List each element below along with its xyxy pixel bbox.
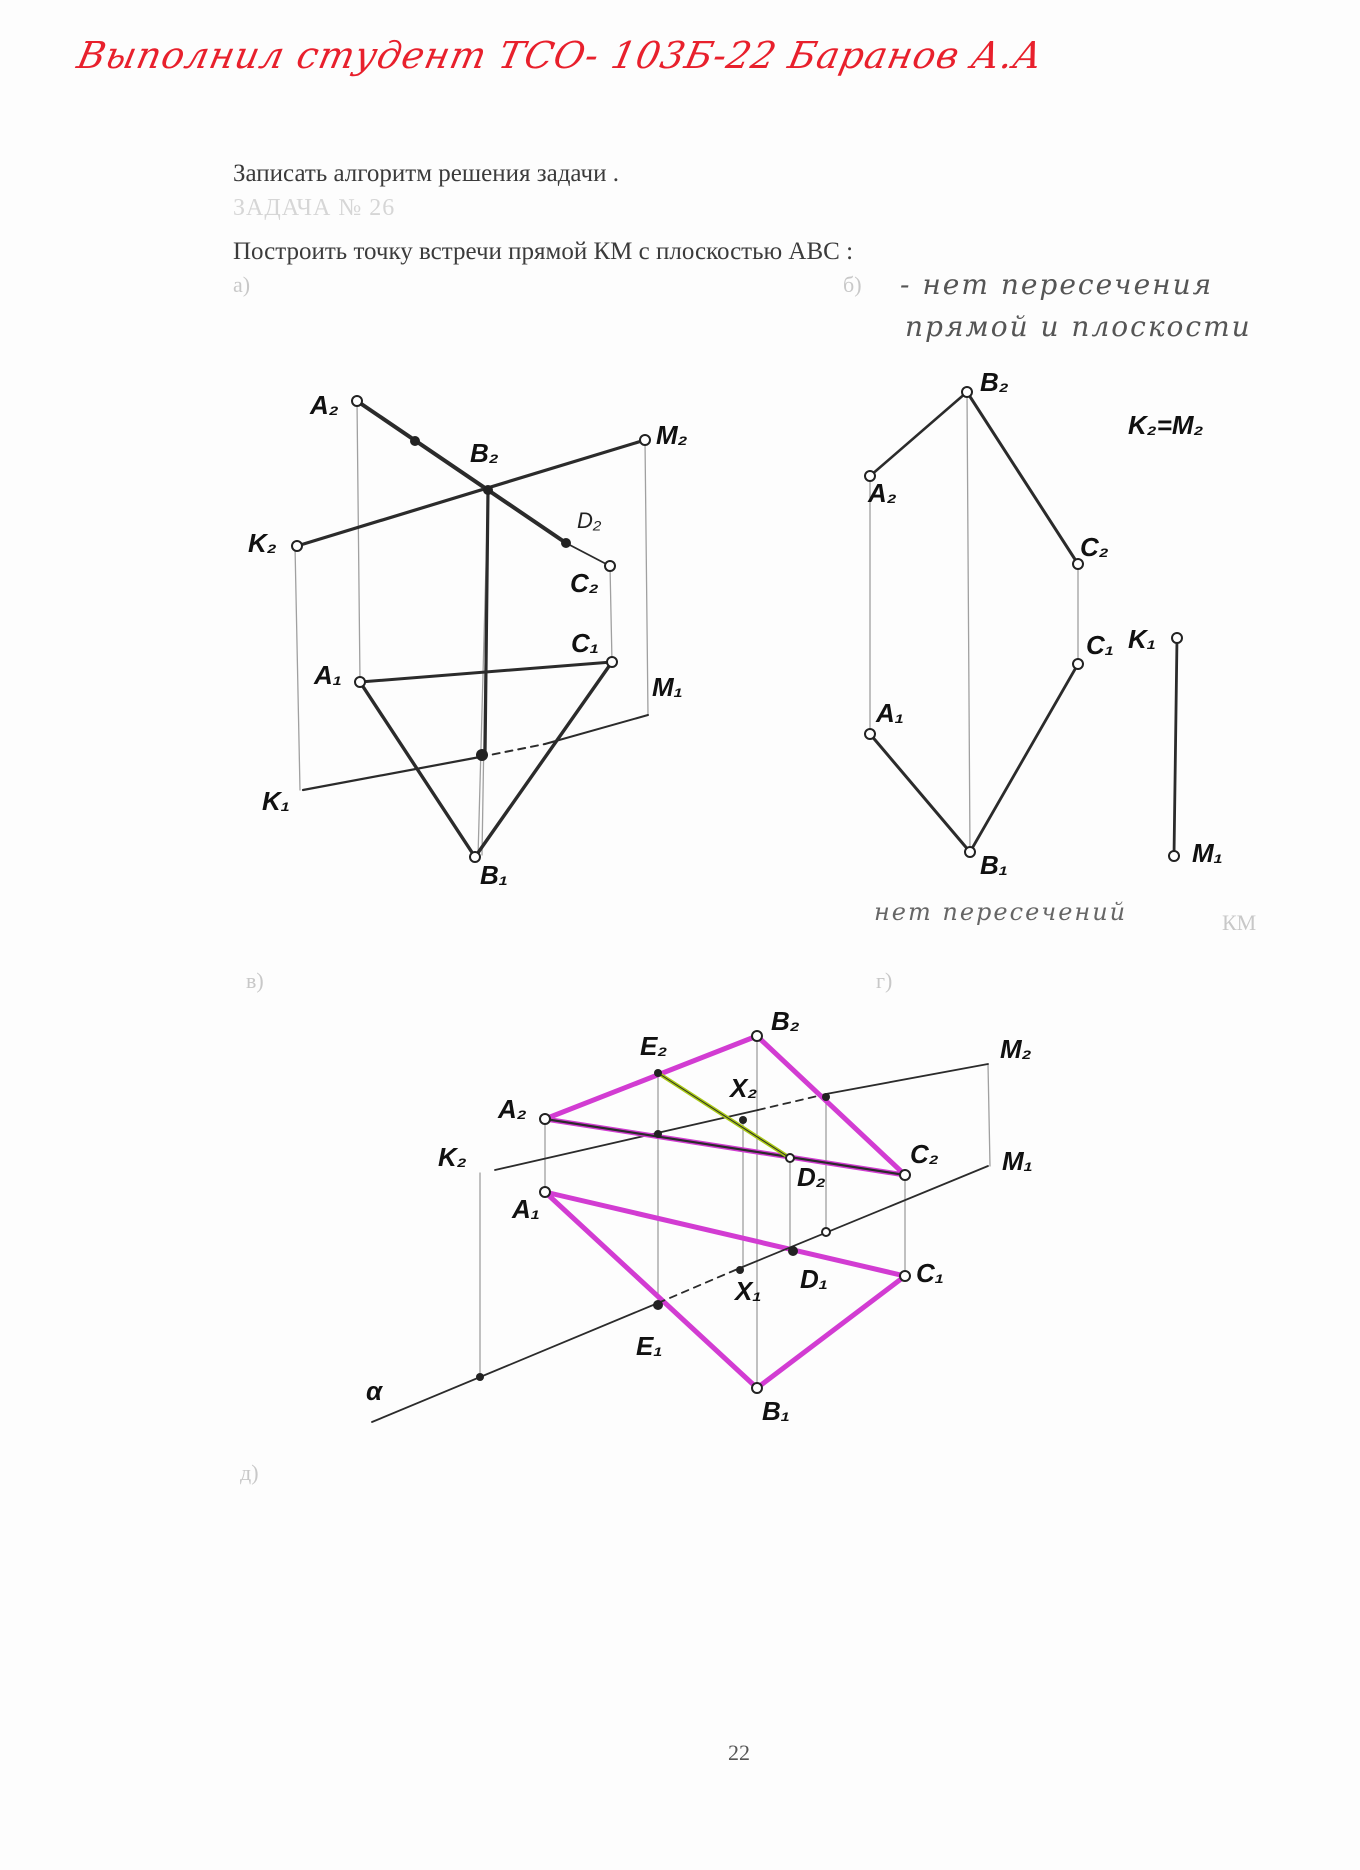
- label-v-d1: D₁: [800, 1264, 828, 1294]
- section-label-b: б): [843, 272, 862, 297]
- label-v-m1: M₁: [1002, 1146, 1033, 1176]
- label-m1: M₁: [652, 672, 683, 702]
- struck-task-title: ЗАДАЧА № 26: [233, 195, 396, 221]
- label-v-a2: A₂: [497, 1094, 527, 1124]
- label-b1: B₁: [480, 860, 508, 890]
- label-m2: M₂: [656, 420, 688, 450]
- label-alpha: α: [366, 1376, 384, 1406]
- label-a2: A₂: [309, 390, 339, 420]
- label-b-k1: K₁: [1128, 624, 1156, 654]
- label-v-b2: B₂: [771, 1006, 800, 1036]
- label-c2: C₂: [570, 568, 599, 598]
- label-d2: D₂: [577, 508, 602, 533]
- label-v-e2: E₂: [640, 1031, 667, 1061]
- label-b-c1: C₁: [1086, 630, 1114, 660]
- note-no-intersections: нет пересечений: [874, 898, 1128, 926]
- label-k2: K₂: [248, 528, 277, 558]
- label-b-a2: A₂: [867, 478, 897, 508]
- drawing-b: B₂ K₂=M₂ A₂ C₂ C₁ K₁ A₁ B₁ M₁: [864, 367, 1223, 880]
- label-b-b2: B₂: [980, 367, 1009, 397]
- label-b2: B₂: [470, 438, 499, 468]
- label-b-c2: C₂: [1080, 532, 1109, 562]
- faded-text-km: КМ: [1222, 910, 1257, 935]
- section-label-d: д): [240, 1460, 259, 1485]
- label-b-a1: A₁: [875, 698, 904, 728]
- label-v-m2: M₂: [1000, 1034, 1032, 1064]
- page-number: 22: [728, 1740, 750, 1765]
- label-a1: A₁: [313, 660, 342, 690]
- label-v-x2: X₂: [728, 1073, 757, 1103]
- section-label-a: а): [233, 272, 251, 297]
- label-v-c1: C₁: [916, 1258, 944, 1288]
- section-label-g: г): [876, 968, 893, 993]
- label-b-m1: M₁: [1192, 838, 1223, 868]
- label-c1: C₁: [571, 628, 599, 658]
- label-k2-m2: K₂=M₂: [1128, 410, 1204, 440]
- task-statement: Построить точку встречи прямой КМ с плос…: [233, 238, 854, 265]
- task-instruction: Записать алгоритм решения задачи .: [233, 160, 619, 187]
- drawing-a: A₂ B₂ M₂ K₂ D₂ C₂ C₁ A₁ M₁ K₁ B₁: [248, 390, 688, 890]
- label-k1: K₁: [262, 786, 290, 816]
- drawing-v: E₂ B₂ M₂ X₂ A₂ K₂ C₂ M₁ D₂ A₁ C₁ D₁ X₁ E…: [366, 1006, 1033, 1426]
- label-v-c2: C₂: [910, 1139, 939, 1169]
- label-v-d2: D₂: [797, 1162, 826, 1192]
- label-v-x1: X₁: [733, 1276, 762, 1306]
- label-v-k2: K₂: [438, 1142, 467, 1172]
- note-no-intersection-line1: - нет пересечения: [900, 268, 1214, 301]
- label-b-b1: B₁: [980, 850, 1008, 880]
- label-v-e1: E₁: [636, 1331, 663, 1361]
- section-label-v: в): [246, 968, 264, 993]
- note-no-intersection-line2: прямой и плоскости: [905, 310, 1252, 343]
- label-v-a1: A₁: [511, 1194, 540, 1224]
- label-v-b1: B₁: [762, 1396, 790, 1426]
